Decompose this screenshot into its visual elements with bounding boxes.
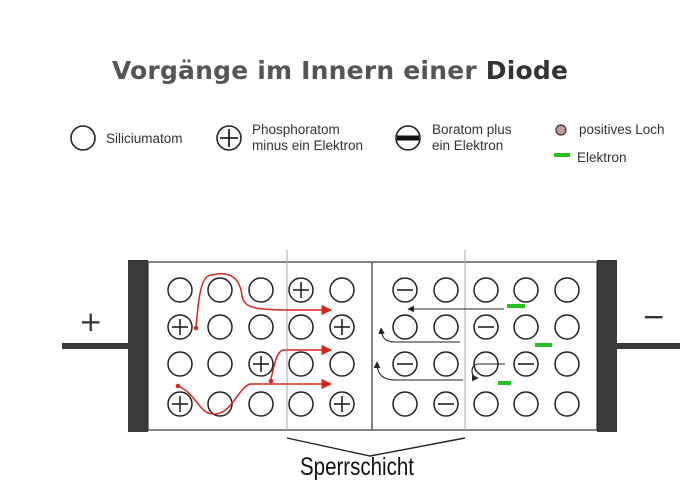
silicon-atom [433,314,459,340]
silicon-atom [473,277,499,303]
hole-dots [175,325,274,389]
phosphor-atom [329,391,355,417]
diagram-title: Vorgänge im Innern einer Diode [0,56,680,85]
boron-atom [392,351,418,377]
depletion-bracket [286,437,466,457]
legend-phosphor-label: Phosphoratom minus ein Elektron [252,122,363,154]
silicon-atom [554,314,580,340]
electron-mark [498,381,511,385]
right-wire [614,343,680,349]
legend-phosphor-line2: minus ein Elektron [252,138,364,153]
silicon-atom [392,314,418,340]
boron-atom [433,391,459,417]
silicon-atom [554,391,580,417]
boron-atom [513,351,539,377]
terminal-plus: + [79,305,102,338]
silicon-atom [207,351,233,377]
silicon-atom [248,391,274,417]
silicon-atom [554,277,580,303]
hole-path-middle [270,344,333,380]
boron-atom [473,314,499,340]
left-wire [62,343,132,349]
title-emphasis: Diode [485,56,569,85]
free-electrons [498,304,552,385]
legend-phosphor-icon [216,125,242,151]
legend-electron-label: Elektron [577,150,627,165]
silicon-atom [207,277,233,303]
phosphor-atom [248,351,274,377]
silicon-atom [288,391,314,417]
silicon-atom [329,351,355,377]
silicon-atom [248,314,274,340]
terminal-minus: − [642,300,665,333]
right-electrode [597,260,617,432]
electron-path [373,361,463,381]
hole-path-bottom [179,378,333,415]
electron-paths [373,305,505,382]
silicon-atom [433,277,459,303]
electron-path [378,327,460,343]
hole-dot [268,378,274,384]
left-electrode [128,260,148,432]
hole-paths [179,273,333,415]
legend-boron-label: Boratom plus ein Elektron [432,122,512,154]
legend-hole-label: positives Loch [579,122,665,137]
silicon-atom [392,391,418,417]
atom-lattice [167,277,580,417]
legend-boron-line2: ein Elektron [432,138,504,153]
hole-dot [193,325,199,331]
phosphor-atom [329,314,355,340]
legend-hole-icon [555,124,567,136]
legend-boron-line1: Boratom plus [432,122,512,137]
silicon-atom [288,314,314,340]
silicon-atom [473,391,499,417]
silicon-atom [513,277,539,303]
electron-mark [507,304,525,308]
legend-silicon-label: Siliciumatom [106,131,183,146]
depletion-layer-caption: Sperrschicht [300,453,414,481]
silicon-atom [167,351,193,377]
title-main: Vorgänge im Innern einer [111,56,486,85]
boron-atom [392,277,418,303]
silicon-atom [329,277,355,303]
silicon-atom [207,314,233,340]
legend-electron-icon [554,153,570,157]
phosphor-atom [167,391,193,417]
electron-path [471,363,505,382]
silicon-atom [433,351,459,377]
silicon-atom [513,314,539,340]
silicon-atom [288,351,314,377]
phosphor-atom [167,314,193,340]
electron-mark [535,343,552,347]
legend-phosphor-line1: Phosphoratom [252,122,340,137]
legend-boron-icon [395,125,421,151]
silicon-atom [554,351,580,377]
phosphor-atom [288,277,314,303]
hole-path-top [195,273,333,328]
silicon-atom [513,391,539,417]
silicon-atom [248,277,274,303]
legend-silicon-icon [70,125,96,151]
silicon-atom [167,277,193,303]
hole-dot [175,383,181,389]
